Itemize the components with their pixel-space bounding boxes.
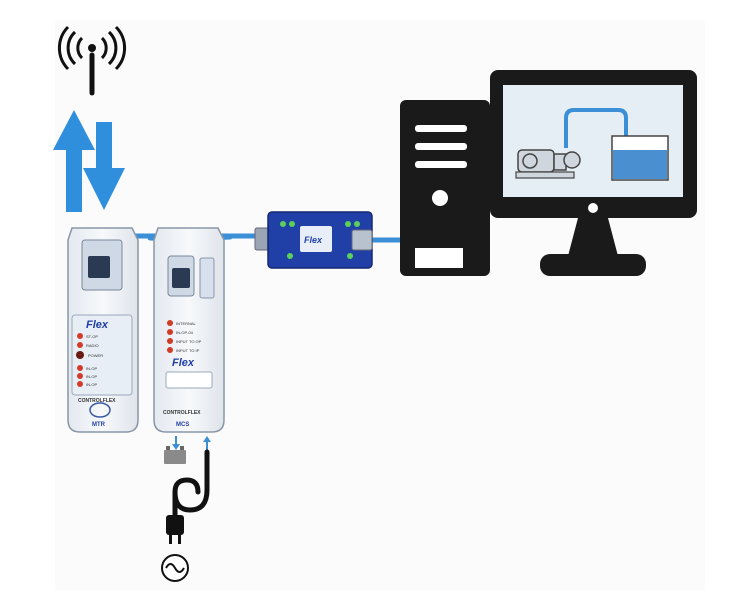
mtr-led-label: IN-OP: [86, 382, 97, 387]
power-plug-icon: [166, 515, 184, 544]
antenna-icon: [57, 25, 127, 96]
mcs-led-label: INPUT TO OP: [176, 339, 202, 344]
ac-source-icon: [161, 554, 189, 582]
battery-icon: [164, 446, 186, 464]
mcs-module: [153, 227, 225, 433]
computer-tower-icon: [400, 100, 490, 276]
mtr-brand: Flex: [86, 319, 109, 331]
usb-converter: [254, 211, 373, 269]
pump-icon: [515, 149, 581, 179]
converter-brand: Flex: [304, 235, 323, 245]
input-arrow-icon: [172, 436, 211, 450]
mtr-led-label: IN-OP: [86, 374, 97, 379]
mtr-model: MTR: [92, 422, 106, 428]
mtr-led-label: IN-OP: [86, 366, 97, 371]
mtr-title: CONTROLFLEX: [78, 398, 116, 404]
pipe-icon: [564, 108, 628, 148]
mcs-model: MCS: [176, 422, 189, 428]
mcs-title: CONTROLFLEX: [163, 410, 201, 416]
mcs-led-label: INTERNAL: [176, 321, 197, 326]
mcs-led-label: INPUT TO IP: [176, 348, 200, 353]
mtr-led-label: RADIO: [86, 343, 99, 348]
mtr-module: [67, 227, 139, 433]
arrow-down-icon: [83, 122, 125, 210]
mtr-led-label: ST-OP: [86, 334, 98, 339]
power-cable: [172, 449, 210, 518]
mcs-led-label: IN-OP-04: [176, 330, 194, 335]
arrow-up-icon: [53, 110, 95, 212]
water-tank-icon: [611, 135, 669, 181]
mcs-brand: Flex: [172, 357, 195, 369]
mtr-led-label: POWER: [88, 353, 103, 358]
